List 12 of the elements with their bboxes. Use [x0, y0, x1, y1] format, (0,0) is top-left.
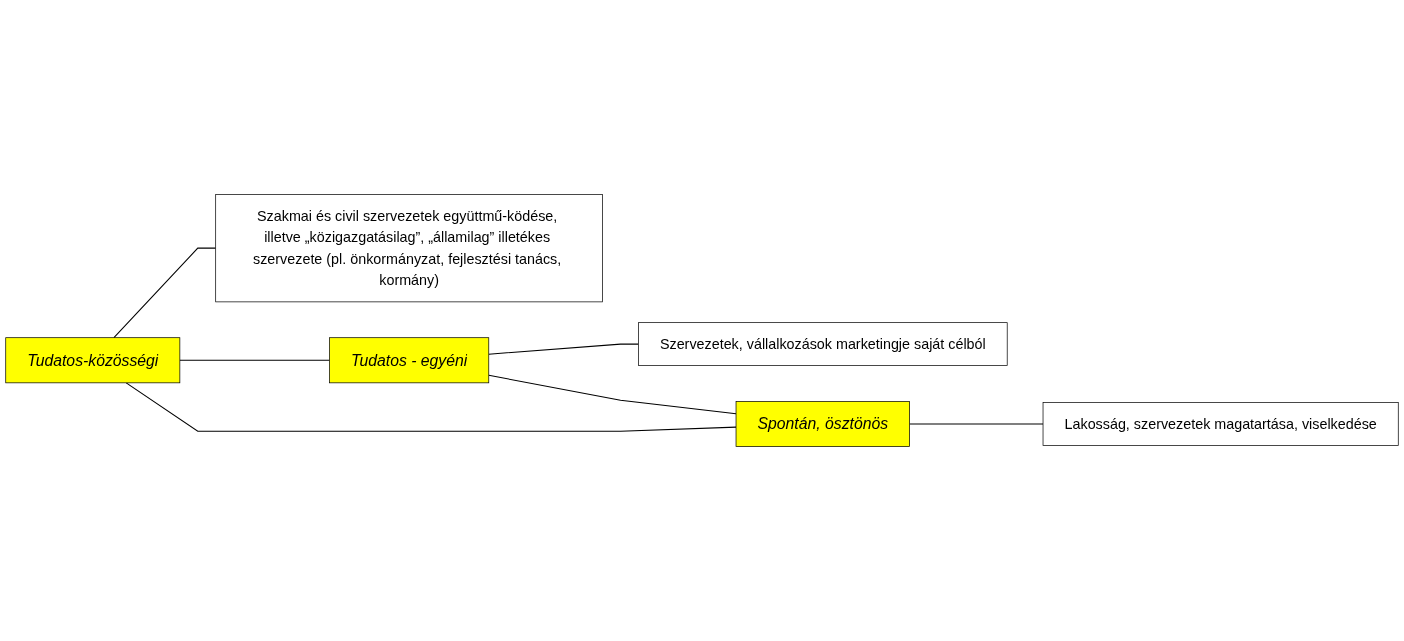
- connector: [113, 247, 217, 339]
- node-box: Szakmai és civil szervezetek együttmű-ködése, illetve „közigazgatásilag”, „államilag” illetékes szervezete (pl. önkormányzat, fejlesztési tanács, kormány): [215, 194, 603, 303]
- node-box: Lakosság, szervezetek magatartása, viselkedése: [1042, 402, 1399, 446]
- node-box: Szervezetek, vállalkozások marketingje saját célból: [638, 322, 1008, 366]
- connector: [488, 343, 639, 355]
- connector: [909, 423, 1044, 425]
- node-box: Tudatos - egyéni: [329, 337, 490, 384]
- connector: [488, 374, 737, 415]
- connector: [179, 359, 331, 361]
- connector: [125, 382, 737, 432]
- node-box: Spontán, ösztönös: [735, 401, 910, 447]
- node-box: Tudatos-közösségi: [5, 337, 181, 384]
